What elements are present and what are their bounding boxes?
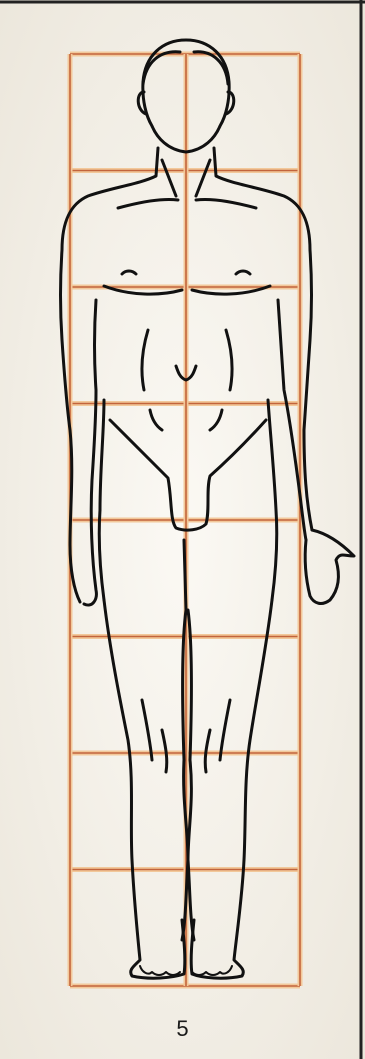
figure-number: 5: [0, 1016, 365, 1042]
